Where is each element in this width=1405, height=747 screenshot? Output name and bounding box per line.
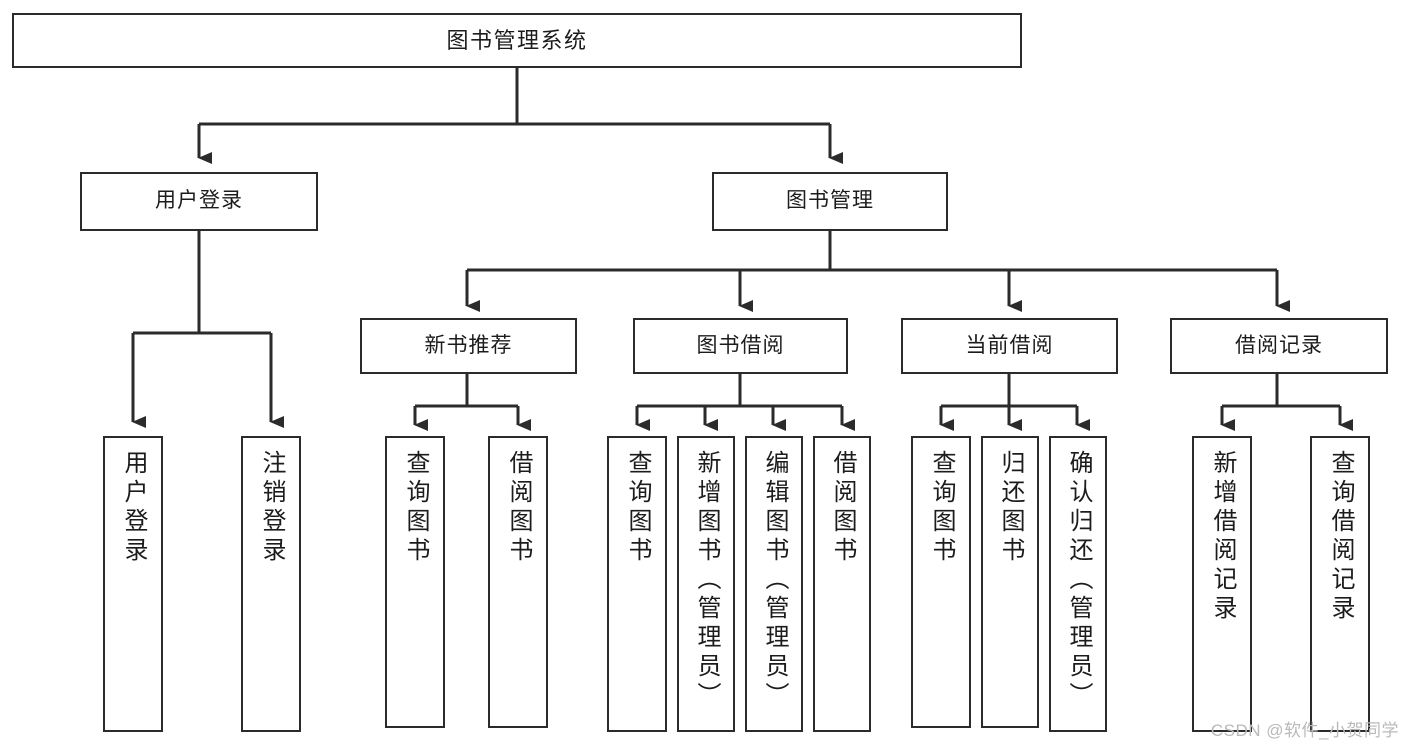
node-borrow-record[interactable]: 借阅记录: [1170, 318, 1388, 374]
node-user-login[interactable]: 用户登录: [80, 172, 318, 231]
node-label: 借阅图书: [829, 450, 856, 566]
node-leaf-query-book-recommend[interactable]: 查询图书: [385, 436, 445, 728]
node-label: 图书借阅: [696, 333, 785, 357]
node-label: 用户登录: [155, 189, 243, 213]
node-leaf-add-borrow-record[interactable]: 新增借阅记录: [1192, 436, 1252, 732]
node-leaf-logout-login[interactable]: 注销登录: [241, 436, 301, 732]
node-new-book-recommend[interactable]: 新书推荐: [360, 318, 577, 374]
node-book-management[interactable]: 图书管理: [712, 172, 948, 231]
node-leaf-borrow-book-recommend[interactable]: 借阅图书: [488, 436, 548, 728]
csdn-watermark: CSDN @软件_小贺同学: [1210, 721, 1399, 740]
node-label: 确认归还（管理员）: [1065, 450, 1092, 711]
node-label: 新书推荐: [424, 333, 513, 357]
node-label: 编辑图书（管理员）: [761, 450, 788, 711]
node-label: 注销登录: [258, 450, 285, 566]
node-book-management-system[interactable]: 图书管理系统: [12, 13, 1022, 68]
node-leaf-return-book[interactable]: 归还图书: [981, 436, 1039, 728]
node-label: 当前借阅: [965, 333, 1054, 357]
node-leaf-query-borrow-record[interactable]: 查询借阅记录: [1310, 436, 1370, 732]
node-leaf-add-book[interactable]: 新增图书（管理员）: [677, 436, 735, 732]
node-label: 图书管理: [786, 189, 874, 213]
node-leaf-borrow-book[interactable]: 借阅图书: [813, 436, 871, 732]
node-current-borrow[interactable]: 当前借阅: [901, 318, 1118, 374]
node-leaf-query-book-borrow[interactable]: 查询图书: [607, 436, 667, 732]
node-label: 借阅记录: [1235, 333, 1323, 357]
node-label: 查询图书: [402, 450, 429, 566]
node-label: 新增图书（管理员）: [693, 450, 720, 711]
node-leaf-edit-book[interactable]: 编辑图书（管理员）: [745, 436, 803, 732]
node-leaf-query-book-current[interactable]: 查询图书: [911, 436, 971, 728]
node-label: 查询借阅记录: [1327, 450, 1354, 624]
node-label: 用户登录: [120, 450, 147, 566]
node-label: 图书管理系统: [446, 27, 588, 53]
node-leaf-confirm-return[interactable]: 确认归还（管理员）: [1049, 436, 1107, 732]
node-label: 归还图书: [997, 450, 1024, 566]
node-book-borrow[interactable]: 图书借阅: [633, 318, 848, 374]
node-label: 查询图书: [624, 450, 651, 566]
node-label: 查询图书: [928, 450, 955, 566]
node-label: 借阅图书: [505, 450, 532, 566]
node-label: 新增借阅记录: [1209, 450, 1236, 624]
node-leaf-user-login[interactable]: 用户登录: [103, 436, 163, 732]
